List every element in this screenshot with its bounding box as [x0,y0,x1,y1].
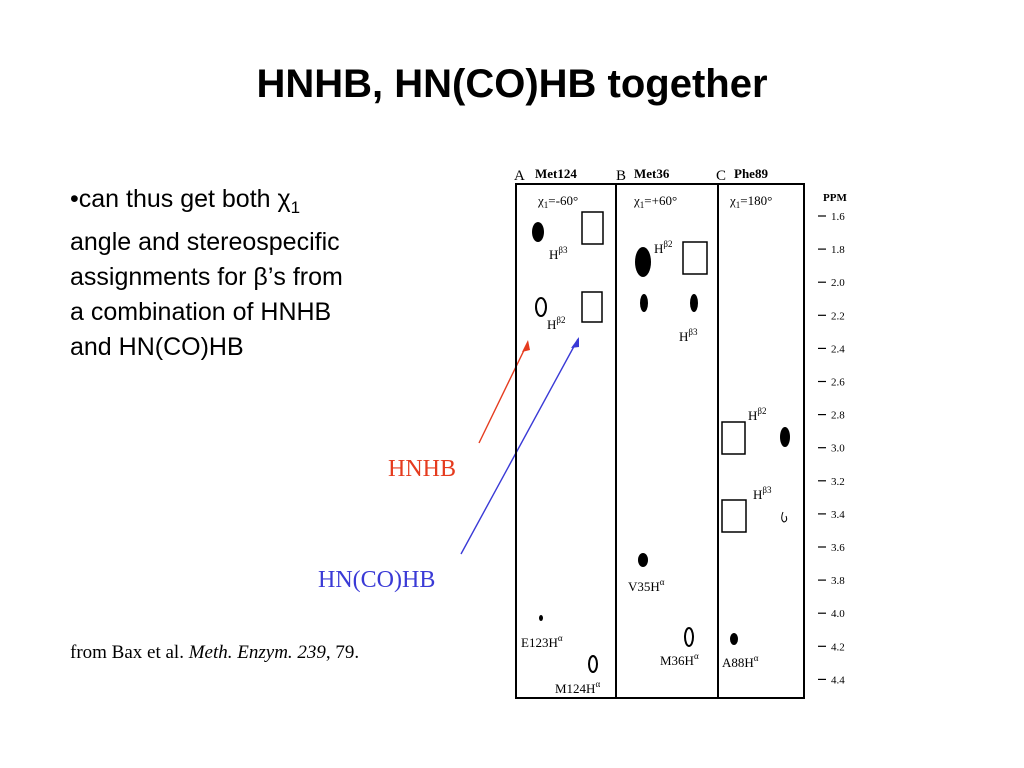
peak-b-hb2 [635,247,651,277]
peak-b-m36 [684,627,694,647]
bullet-line2: angle and stereospecific [70,228,340,256]
peak-a-hb3 [532,222,544,242]
bullet-line1: •can thus get both χ1 [70,185,300,217]
label-b-v35: V35Hα [628,577,665,594]
peak-c-hb3-small [781,511,788,523]
panel-b-frame [615,183,719,699]
citation-pre: from Bax et al. [70,642,189,663]
ppm-tick-label: 1.6 [831,211,845,223]
citation: from Bax et al. Meth. Enzym. 239, 79. [70,642,359,664]
panel-a-frame [515,183,617,699]
ppm-tick-label: 2.2 [831,310,845,322]
box-b-hb2 [682,241,708,275]
label-b-hb2: Hβ2 [654,239,672,256]
citation-post: , 79. [325,642,360,663]
panel-c-letter: C [716,168,726,184]
hnhb-arrow [478,341,529,444]
ppm-tick-label: 2.8 [831,410,845,422]
panel-a-residue: Met124 [535,166,577,181]
bullet-prefix: •can thus get both [70,185,278,213]
label-b-hb3: Hβ3 [679,327,698,344]
peak-a-m124 [588,655,598,673]
ppm-tick-label: 3.8 [831,575,845,587]
box-a-hb3 [581,211,604,245]
panel-a-chi: χ1=-60° [537,193,578,210]
bullet-line5: and HN(CO)HB [70,333,244,361]
chi-subscript: 1 [290,198,301,217]
hncohb-arrowhead [571,337,579,348]
ppm-tick-label: 4.0 [831,608,845,620]
bullet-line3-b: ’s from [267,263,343,291]
box-c-hb3 [721,499,747,533]
label-a-hb2: Hβ2 [547,315,565,332]
box-a-hb2 [581,291,603,323]
ppm-tick-label: 3.6 [831,542,845,554]
hncohb-arrow [460,338,579,555]
bullet-line4: a combination of HNHB [70,298,332,326]
ppm-axis-ticks: 1.6 1.8 2.0 2.2 2.4 2.6 2.8 3.0 3.2 3.4 3.6 3.8 4.0 4… [818,211,845,686]
ppm-tick-label: 4.4 [831,674,845,686]
panel-a-letter: A [514,168,525,184]
ppm-tick-label: 4.2 [831,641,845,653]
bullet-line3: assignments for β’s from [70,263,343,291]
label-a-e123: E123Hα [521,633,563,650]
hncohb-label: HN(CO)HB [318,567,436,593]
ppm-tick-label: 2.4 [831,343,845,355]
label-a-m124: M124Hα [555,679,600,696]
ppm-tick-label: 3.4 [831,509,845,521]
panel-c-chi: χ1=180° [729,193,772,210]
citation-journal: Meth. Enzym. 239 [188,642,326,663]
panel-b-residue: Met36 [634,166,670,181]
panel-c-residue: Phe89 [734,166,768,181]
ppm-axis-title: PPM [823,192,847,204]
ppm-tick-label: 2.0 [831,277,845,289]
panel-c-frame [717,183,805,699]
peak-a-e123 [539,615,543,621]
slide-title: HNHB, HN(CO)HB together [256,62,768,106]
panel-b-letter: B [616,168,626,184]
peak-a-hb2 [535,297,547,317]
label-c-a88: A88Hα [722,653,759,670]
label-c-hb2: Hβ2 [748,406,766,423]
peak-b-v35 [638,553,648,567]
chi-symbol: χ [277,185,291,213]
ppm-tick-label: 3.2 [831,476,845,488]
hnhb-label: HNHB [388,456,457,482]
label-b-m36: M36Hα [660,651,699,668]
peak-b-hb3-right [690,294,698,312]
label-a-hb3: Hβ3 [549,245,568,262]
label-c-hb3: Hβ3 [753,485,772,502]
peak-c-a88 [730,633,738,645]
ppm-tick-label: 3.0 [831,443,845,455]
peak-c-hb2 [780,427,790,447]
bullet-line3-a: assignments for [70,263,254,291]
ppm-tick-label: 2.6 [831,377,845,389]
beta-symbol: β [253,263,268,291]
hnhb-arrowhead [522,340,530,352]
peak-b-hb3-left [640,294,648,312]
box-c-hb2 [721,421,746,455]
ppm-tick-label: 1.8 [831,244,845,256]
panel-b-chi: χ1=+60° [633,193,677,210]
bullet-text: •can thus get both χ1 angle and stereosp… [70,182,460,365]
